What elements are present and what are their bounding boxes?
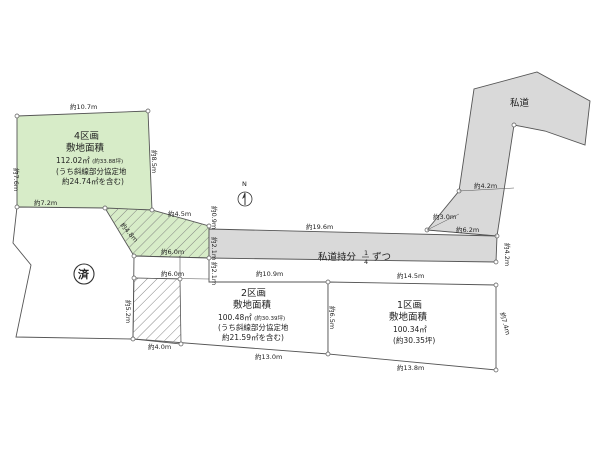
lot2-area-tsubo: (約30.39坪) [254, 314, 285, 322]
dim-label: 約2.1m [210, 237, 219, 260]
north-label: N [242, 180, 247, 188]
lot4-area: 112.02㎡ [56, 156, 90, 165]
dim-label: 約7.2m [34, 198, 57, 207]
dim-label: 約5.2m [124, 300, 133, 323]
dim-label: 約4.0m [148, 342, 171, 351]
dimension-lines [426, 187, 515, 237]
dim-label: 約0.9m [210, 206, 219, 229]
dim-label: 約6.2m [456, 225, 479, 234]
dim-label: 約13.8m [397, 363, 424, 372]
lot1-area-tsubo: (約30.35坪) [393, 335, 435, 345]
road-share-prefix: 私道持分 [318, 251, 357, 263]
svg-text:100.48㎡ (約30.39坪): 100.48㎡ (約30.39坪) [218, 313, 285, 322]
svg-text:私道持分: 私道持分 [318, 251, 357, 263]
lot1-area-label: 敷地面積 [389, 311, 428, 323]
dim-label: 約6.5m [328, 306, 337, 329]
dim-label: 約7.6m [12, 168, 21, 191]
lot2-note1: (うち斜線部分協定地 [218, 322, 289, 332]
lot4-area-label: 敷地面積 [66, 142, 105, 154]
lot1-area: 100.34㎡ [393, 325, 427, 334]
agreement-land-2 [132, 277, 182, 345]
road-share-num: 1 [364, 249, 368, 257]
lot2-area-label: 敷地面積 [233, 299, 272, 311]
dim-label: 約10.9m [256, 269, 283, 278]
lot4-area-tsubo: (約33.88坪) [92, 157, 123, 165]
dim-label: 約13.0m [255, 352, 282, 361]
private-road [426, 71, 591, 237]
dim-label: 約6.0m [161, 247, 184, 256]
dim-label: 約6.0m [161, 269, 184, 278]
sold-mark: 済 [78, 267, 90, 281]
dim-label: 約4.2m [474, 181, 497, 190]
road-share-den: 4 [364, 258, 368, 266]
lot4-name: 4区画 [74, 131, 99, 142]
sold-mark-circle [73, 263, 95, 285]
lot2-note2: 約21.59㎡を含む) [222, 332, 284, 342]
lot4-note1: (うち斜線部分協定地 [56, 166, 127, 176]
dim-label: 約3.0m [433, 212, 456, 221]
dim-label: 約7.4m [498, 311, 513, 336]
lot4-note2: 約24.74㎡を含む) [62, 176, 124, 186]
dim-label: 約2.1m [210, 262, 219, 285]
dim-label: 約14.5m [397, 271, 424, 280]
svg-text:112.02㎡ (約33.88坪): 112.02㎡ (約33.88坪) [56, 156, 123, 165]
lot1-name: 1区画 [397, 300, 422, 311]
north-arrow-icon [237, 191, 253, 207]
road-share-suffix: ずつ [372, 252, 391, 263]
lot2-area: 100.48㎡ [218, 313, 252, 322]
dim-label: 約19.6m [306, 222, 333, 231]
lot2-name: 2区画 [241, 288, 266, 299]
dim-label: 約10.7m [70, 102, 97, 111]
dim-label: 約4.2m [503, 243, 512, 266]
dim-label: 約8.5m [150, 150, 159, 173]
private-road-label: 私道 [510, 97, 530, 109]
dim-label: 約4.5m [168, 209, 191, 218]
